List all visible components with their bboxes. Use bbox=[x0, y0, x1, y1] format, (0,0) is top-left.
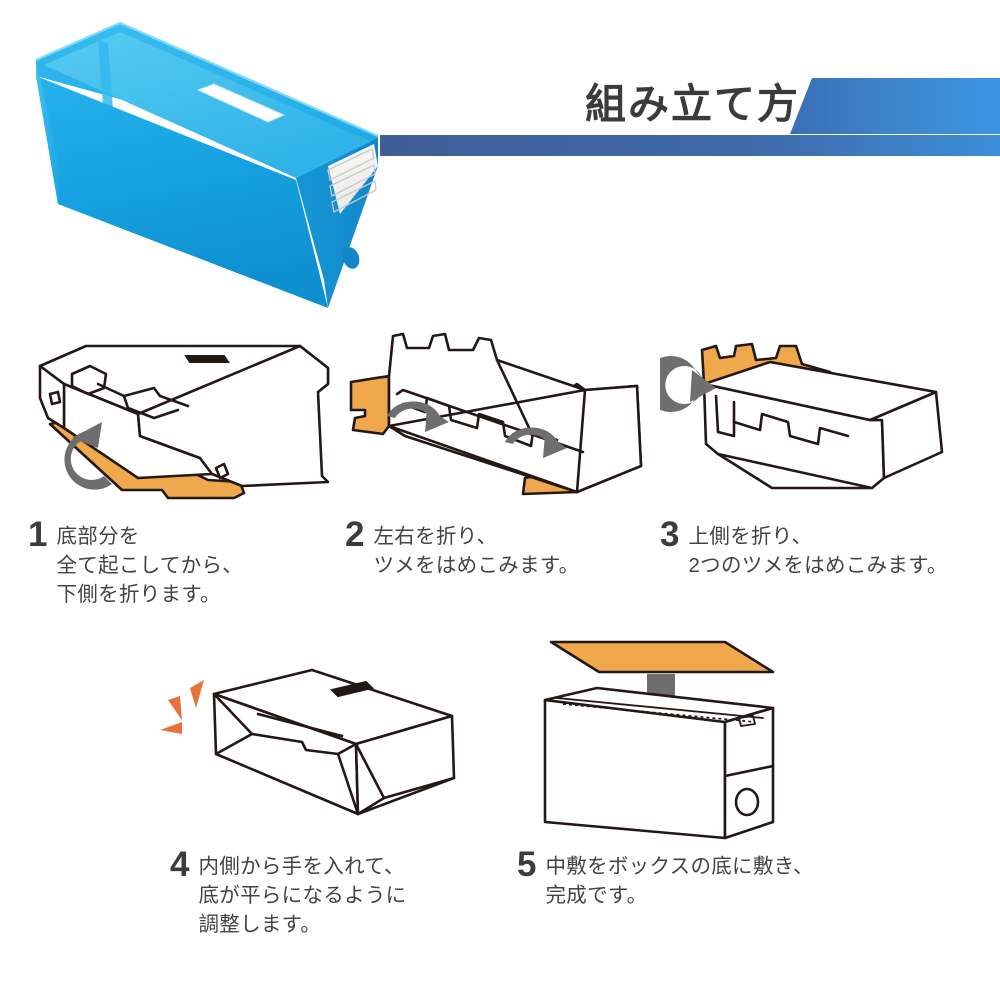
step-1-line-3: 下側を折ります。 bbox=[56, 583, 221, 607]
step-1: 1 底部分を 全て起こしてから、 下側を折ります。 bbox=[28, 326, 343, 609]
step-2-line-2: ツメをはめこみます。 bbox=[373, 554, 580, 578]
step-3: 3 上側を折り、 2つのツメをはめこみます。 bbox=[660, 326, 975, 580]
header-banner bbox=[380, 78, 1000, 156]
step-1-figure bbox=[28, 326, 343, 511]
product-photo bbox=[28, 18, 418, 318]
box-handle-slot bbox=[196, 83, 286, 123]
step-5-number: 5 bbox=[517, 845, 537, 884]
fold-arrow bbox=[660, 356, 716, 412]
step-3-number: 3 bbox=[660, 515, 680, 554]
insert-liner bbox=[549, 640, 775, 674]
step-5: 5 中敷をボックスの底に敷き、 完成です。 bbox=[497, 626, 814, 910]
box-label-line-3 bbox=[331, 180, 377, 213]
fold-arrow-left bbox=[387, 401, 449, 432]
step-4-text: 内側から手を入れて、 底が平らになるように 調整します。 bbox=[198, 845, 406, 939]
box-label-area bbox=[328, 144, 378, 214]
step-5-figure bbox=[497, 626, 812, 841]
fold-arrow bbox=[64, 422, 112, 490]
step-4-line-3: 調整します。 bbox=[198, 913, 322, 937]
fold-arrow-right bbox=[505, 427, 567, 458]
step-5-text: 中敷をボックスの底に敷き、 完成です。 bbox=[545, 845, 813, 910]
box-left-wall bbox=[36, 60, 60, 204]
box-label-line-1 bbox=[327, 148, 375, 181]
step-1-caption: 1 底部分を 全て起こしてから、 下側を折ります。 bbox=[28, 515, 343, 609]
box-rim-highlight bbox=[35, 21, 379, 138]
step-4-figure bbox=[152, 656, 467, 841]
step-4: 4 内側から手を入れて、 底が平らになるように 調整します。 bbox=[152, 656, 467, 939]
step-2-number: 2 bbox=[345, 515, 365, 554]
step-3-text: 上側を折り、 2つのツメをはめこみます。 bbox=[688, 515, 947, 580]
step-2-figure bbox=[345, 326, 660, 511]
step-2-caption: 2 左右を折り、 ツメをはめこみます。 bbox=[345, 515, 660, 580]
steps-row-top: 1 底部分を 全て起こしてから、 下側を折ります。 bbox=[0, 326, 1000, 616]
step-3-figure bbox=[660, 326, 975, 511]
header: 組み立て方 bbox=[0, 0, 1000, 308]
finger-hole bbox=[734, 787, 760, 817]
steps-row-bottom: 4 内側から手を入れて、 底が平らになるように 調整します。 bbox=[0, 626, 1000, 986]
step-4-caption: 4 内側から手を入れて、 底が平らになるように 調整します。 bbox=[170, 845, 467, 939]
page-title: 組み立て方 bbox=[585, 81, 800, 127]
box-label-line-2 bbox=[329, 164, 376, 197]
step-2: 2 左右を折り、 ツメをはめこみます。 bbox=[345, 326, 660, 580]
step-1-text: 底部分を 全て起こしてから、 下側を折ります。 bbox=[56, 515, 243, 609]
box-front-wall bbox=[36, 76, 328, 308]
banner-lower-bar bbox=[380, 135, 1000, 156]
step-4-number: 4 bbox=[170, 845, 190, 884]
handle-slot bbox=[330, 680, 374, 698]
banner-upper-block bbox=[790, 78, 1000, 134]
step-4-line-2: 底が平らになるように bbox=[198, 884, 407, 908]
handle-slot bbox=[184, 355, 230, 363]
box-finger-hole bbox=[342, 247, 360, 269]
step-4-line-1: 内側から手を入れて、 bbox=[198, 855, 405, 878]
step-5-line-1: 中敷をボックスの底に敷き、 bbox=[545, 855, 814, 878]
step-2-line-1: 左右を折り、 bbox=[373, 525, 498, 548]
sparkle-marks bbox=[160, 680, 204, 734]
step-3-caption: 3 上側を折り、 2つのツメをはめこみます。 bbox=[660, 515, 975, 580]
step-3-line-2: 2つのツメをはめこみます。 bbox=[688, 554, 948, 578]
step-2-text: 左右を折り、 ツメをはめこみます。 bbox=[373, 515, 579, 580]
step-5-caption: 5 中敷をボックスの底に敷き、 完成です。 bbox=[517, 845, 814, 910]
box-inner-seam bbox=[98, 40, 114, 122]
step-3-line-1: 上側を折り、 bbox=[688, 525, 813, 548]
step-1-line-2: 全て起こしてから、 bbox=[56, 554, 244, 578]
step-1-number: 1 bbox=[28, 515, 48, 554]
interior-edge bbox=[562, 703, 756, 723]
box-interior bbox=[44, 32, 372, 178]
step-1-line-1: 底部分を bbox=[56, 525, 140, 548]
step-5-line-2: 完成です。 bbox=[545, 884, 648, 908]
